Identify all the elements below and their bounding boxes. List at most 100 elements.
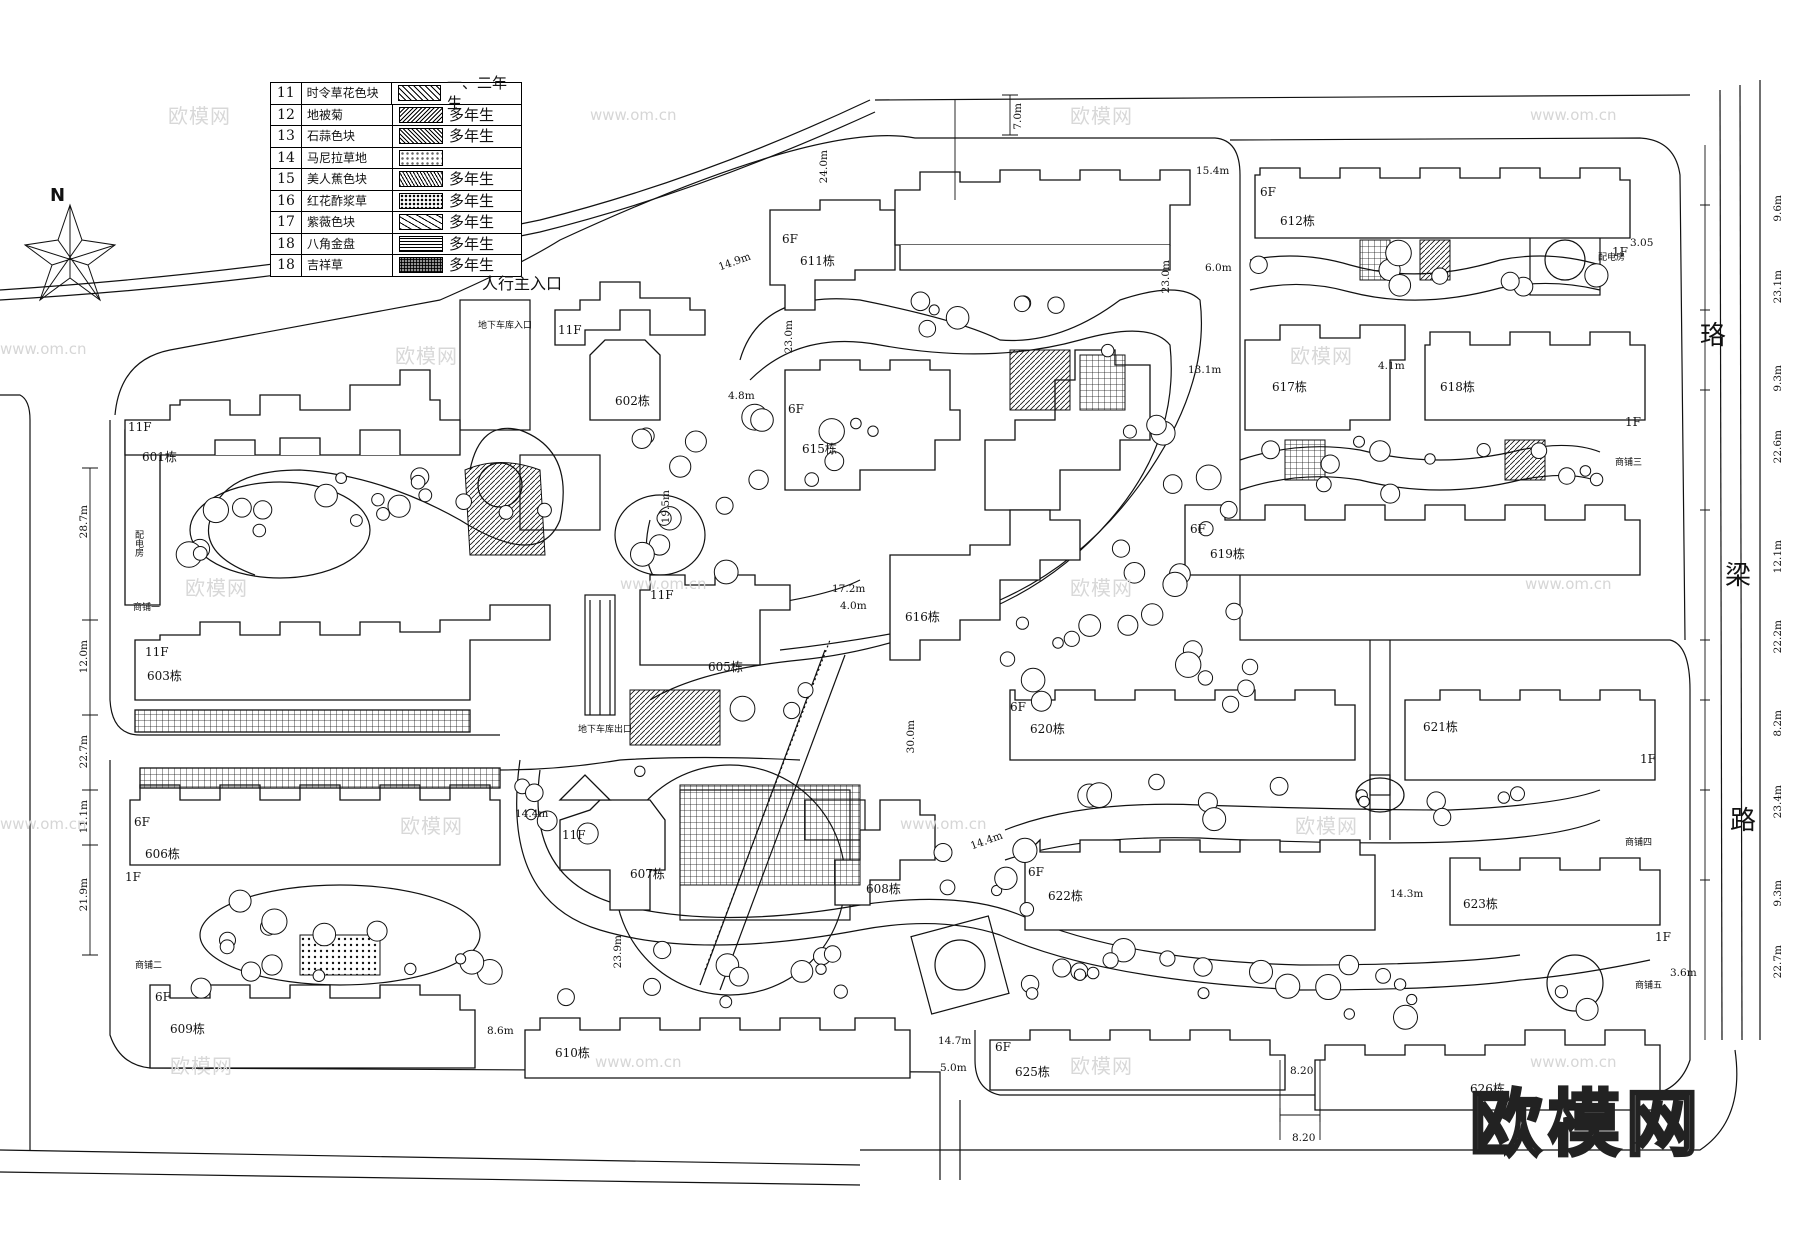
dimension-label: 22.2m [1772,620,1784,654]
tree-symbol [1202,807,1227,832]
tree-symbol [376,507,390,521]
building-603-label: 603栋 [147,669,182,683]
dimension-label: 23.4m [1772,785,1784,819]
tree-symbol [1222,695,1240,713]
floor-marker: 1F [1655,930,1671,944]
tree-symbol [713,559,739,585]
tree-symbol [815,963,827,975]
tree-symbol [867,425,879,437]
tree-symbol [1261,440,1280,460]
dimension-label: 21.9m [78,878,90,912]
legend-number: 15 [271,169,302,190]
watermark-url: www.om.cn [0,340,87,358]
watermark-logo: 欧模网 [170,1054,233,1078]
tree-symbol [1315,476,1332,493]
tree-symbol [350,514,363,527]
tree-symbol [994,866,1018,890]
tree-symbol [719,995,733,1009]
tree-symbol [1013,295,1031,313]
dimension-label: 4.1m [1378,360,1405,372]
dimension-label: 22.7m [1772,945,1784,979]
building-618-label: 618栋 [1440,380,1475,394]
tree-symbol [999,651,1016,667]
floor-marker: 6F [1260,185,1276,199]
tree-symbol [557,988,575,1007]
tree-symbol [1141,603,1164,626]
tree-symbol [1388,274,1412,297]
building-625-label: 625栋 [1015,1065,1050,1079]
floor-marker: 11F [562,828,586,842]
dimension-label: 19.5m [660,490,672,524]
tree-symbol [1249,959,1273,984]
building-617-label: 617栋 [1272,380,1307,394]
watermark-url: www.om.cn [1530,106,1617,124]
tree-symbol [253,500,273,520]
legend-row: 18 吉祥草 多年生 [271,254,521,276]
tree-symbol [933,843,953,862]
tree-symbol [1375,968,1391,984]
legend-plant-type: 一、二年生 [446,74,507,113]
tree-symbol [1579,465,1592,477]
legend-plant-name: 紫薇色块 [302,212,393,233]
tree-symbol [1086,782,1113,808]
tree-symbol [202,496,229,524]
tree-symbol [1020,667,1046,693]
legend-swatch [399,149,443,166]
tree-symbol [1197,987,1210,1000]
tree-symbol [1530,442,1548,460]
tree-symbol [1047,296,1065,314]
tree-symbol [1249,255,1268,274]
tree-symbol [750,408,774,432]
floor-marker: 6F [1190,522,1206,536]
legend-swatch [399,235,443,252]
dimension-label: 28.7m [78,505,90,539]
tree-symbol [525,808,537,821]
legend-plant-type: 多年生 [449,191,495,210]
building-602-label: 602栋 [615,394,650,408]
legend-swatch [397,85,441,102]
garage-exit-label: 地下车库出口 [578,725,633,735]
tree-symbol [1193,957,1213,977]
tree-symbol [1554,985,1569,999]
tree-symbol [1197,670,1214,686]
road-name-char: 珞 [1700,321,1727,351]
dimension-label: 3.05 [1630,237,1654,249]
tree-symbol [790,960,814,983]
dimension-label: 9.6m [1772,195,1784,222]
tree-symbol [1162,474,1183,494]
floor-marker: 6F [1010,700,1026,714]
building-610-label: 610栋 [555,1046,590,1060]
floor-marker: 6F [134,815,150,829]
legend-number: 18 [271,233,302,254]
tree-symbol [240,961,262,982]
tree-symbol [991,884,1003,897]
tree-symbol [1111,539,1131,558]
tree-symbol [715,496,734,515]
tree-symbol [1012,837,1038,864]
shop-4-label: 商铺四 [1625,838,1653,848]
tree-symbol [410,474,426,490]
tree-symbol [1123,562,1146,584]
dimension-label: 8.2m [1772,710,1784,737]
watermark-url: www.om.cn [1530,1053,1617,1071]
tree-symbol [219,939,235,955]
shop-1-label: 商铺一 [133,603,161,613]
legend-plant-name: 吉祥草 [302,255,393,276]
tree-symbol [653,940,672,960]
dimension-label: 12.0m [78,640,90,674]
dimension-label: 4.0m [840,600,867,612]
building-622-label: 622栋 [1048,889,1083,903]
tree-symbol [945,306,970,330]
tree-symbol [634,765,646,777]
tree-symbol [1320,454,1340,474]
legend-swatch [399,106,443,123]
legend-plant-name: 石蒜色块 [302,126,393,147]
floor-marker: 11F [128,420,152,434]
watermark-url: www.om.cn [0,815,87,833]
dimension-label: 23.0m [783,320,795,354]
legend-plant-type: 多年生 [449,127,495,146]
legend-row: 18 八角金盘 多年生 [271,232,521,254]
tree-symbol [335,472,348,485]
dimension-label: 8.20 [1290,1065,1314,1077]
watermark-url: www.om.cn [1525,575,1612,593]
